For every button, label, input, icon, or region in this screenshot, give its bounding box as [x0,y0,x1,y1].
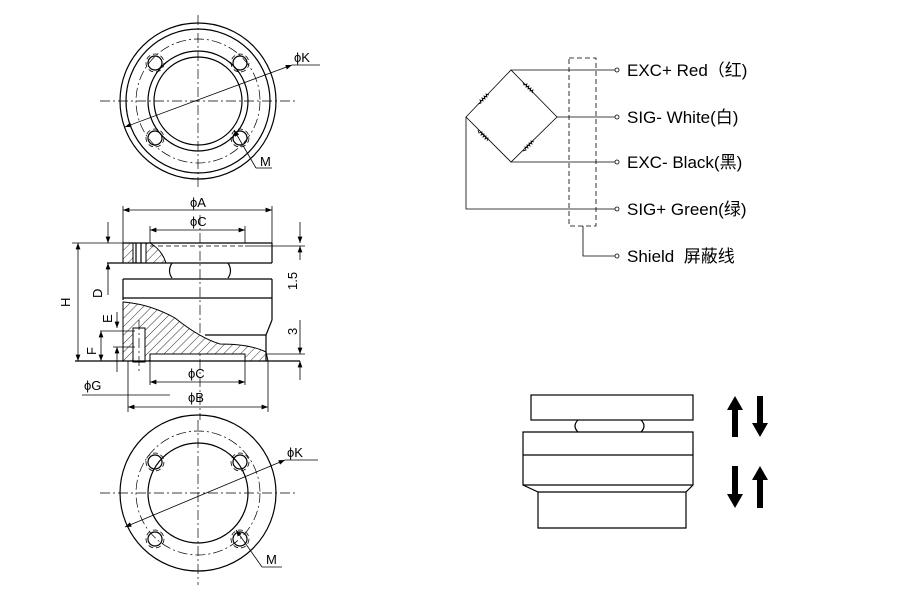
dim-a-label: ϕA [190,195,206,210]
bottom-view: ϕK M [100,414,318,585]
load-direction-view [522,394,768,529]
arrow-down-up-icon [727,466,768,508]
wire-exc-minus-label: EXC- Black(黑) [627,153,742,172]
dim-d-label: D [90,289,105,298]
dim-h-label: H [58,298,73,307]
dim-c-top-label: ϕC [190,214,207,229]
arrow-up-down-icon [727,396,768,437]
dim-g-label: ϕG [84,378,101,393]
wiring-diagram: EXC+ Red（红) SIG- White(白) EXC- Black(黑) … [465,57,747,266]
bottom-k-label: ϕK [287,445,303,460]
dim-f-label: F [84,347,99,355]
dim-1-5-label: 1.5 [285,272,300,290]
dim-c-bottom-label: ϕC [188,366,205,381]
top-k-label: ϕK [294,50,310,65]
wire-sig-plus-label: SIG+ Green(绿) [627,200,747,219]
side-view: ϕA ϕC ϕC ϕB ϕG H D E F 1.5 3 [58,195,305,420]
wire-exc-plus-label: EXC+ Red（红) [627,61,747,80]
dim-e-label: E [100,314,115,323]
resistor-icons [477,81,535,152]
bolt-holes [145,53,250,148]
dim-3-label: 3 [285,328,300,335]
bottom-m-label: M [266,552,277,567]
top-m-label: M [260,154,271,169]
wire-sig-minus-label: SIG- White(白) [627,108,738,127]
wire-shield-label: Shield 屏蔽线 [627,247,735,266]
dim-b-label: ϕB [188,390,204,405]
top-view: ϕK M [100,15,320,190]
